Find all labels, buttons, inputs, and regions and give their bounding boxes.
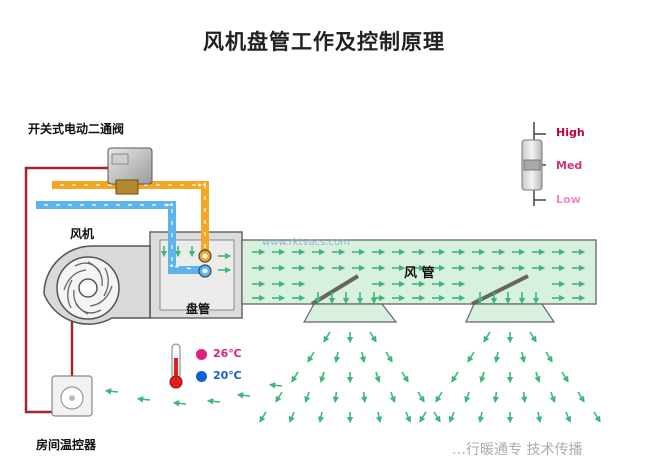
airflow-arrow — [259, 411, 267, 423]
airflow-arrow — [307, 351, 315, 363]
airflow-arrow — [333, 351, 341, 364]
airflow-arrow — [549, 391, 556, 403]
airflow-arrow — [291, 371, 299, 383]
temp-high-dot — [196, 349, 207, 360]
duct-label: 风 管 — [404, 266, 435, 281]
speed-high-label: High — [556, 126, 585, 139]
speed-switch — [521, 122, 546, 206]
temp-high-label: 26℃ — [213, 347, 242, 360]
bottom-watermark: …行暖通专 技术传播 — [452, 442, 582, 458]
two-way-valve — [107, 147, 153, 195]
airflow-arrow — [275, 391, 283, 403]
airflow-arrow — [483, 331, 491, 343]
airflow-arrow — [521, 391, 528, 404]
room-thermostat — [51, 375, 93, 417]
airflow-arrow — [451, 371, 459, 383]
airflow-arrow — [529, 331, 537, 343]
airflow-arrows — [104, 246, 601, 424]
speed-low-label: Low — [556, 193, 581, 206]
airflow-arrow — [593, 411, 601, 423]
airflow-arrow — [479, 371, 486, 384]
airflow-arrow — [519, 351, 527, 364]
airflow-arrow — [268, 382, 283, 389]
temp-low-dot — [196, 371, 207, 382]
airflow-arrow — [405, 411, 412, 423]
airflow-arrow — [385, 351, 393, 363]
airflow-arrow — [448, 411, 455, 423]
airflow-arrow — [419, 411, 427, 423]
airflow-arrow — [561, 371, 569, 383]
airflow-arrow — [304, 391, 311, 403]
airflow-arrow — [477, 411, 485, 424]
airflow-arrow — [359, 351, 367, 364]
thermometer — [169, 343, 183, 389]
airflow-arrow — [534, 371, 541, 384]
fan-housing — [43, 245, 151, 325]
coil-connectors — [198, 249, 212, 278]
airflow-arrow — [323, 331, 331, 343]
temp-low-label: 20℃ — [213, 369, 242, 382]
airflow-arrow — [317, 411, 325, 424]
airflow-arrow — [493, 351, 501, 364]
airflow-arrow — [417, 391, 425, 403]
airflow-arrow — [577, 391, 585, 403]
thermostat-label: 房间温控器 — [36, 438, 97, 452]
airflow-arrow — [369, 331, 377, 343]
airflow-arrow — [104, 388, 119, 395]
airflow-arrow — [435, 391, 443, 403]
control-wiring — [24, 166, 108, 414]
airflow-arrow — [172, 400, 187, 407]
airflow-arrow — [565, 411, 572, 423]
airflow-arrow — [288, 411, 295, 423]
hot-water-pipe — [52, 181, 209, 254]
airflow-arrow — [332, 391, 339, 404]
coil-label: 盘管 — [186, 302, 211, 316]
airflow-arrow — [206, 398, 221, 405]
airflow-arrow — [236, 392, 251, 399]
airflow-arrow — [467, 351, 475, 363]
airflow-arrow — [136, 396, 151, 403]
valve-label: 开关式电动二通阀 — [28, 122, 125, 136]
site-watermark: www.rktvacs.com — [262, 237, 350, 248]
airflow-arrow — [319, 371, 326, 384]
airflow-arrow — [374, 371, 381, 384]
airflow-arrow — [492, 391, 499, 404]
airflow-arrow — [545, 351, 553, 363]
airflow-arrow — [433, 411, 441, 423]
airflow-arrow — [535, 411, 543, 424]
airflow-arrow — [375, 411, 383, 424]
chilled-water-pipe — [36, 201, 204, 274]
airflow-arrow — [401, 371, 409, 383]
fan-label: 风机 — [70, 227, 95, 241]
speed-med-label: Med — [556, 159, 583, 172]
page-title: 风机盘管工作及控制原理 — [203, 30, 445, 54]
airflow-arrow — [361, 391, 368, 404]
fan-blades — [63, 261, 113, 315]
airflow-arrow — [464, 391, 471, 403]
airflow-arrow — [389, 391, 396, 403]
